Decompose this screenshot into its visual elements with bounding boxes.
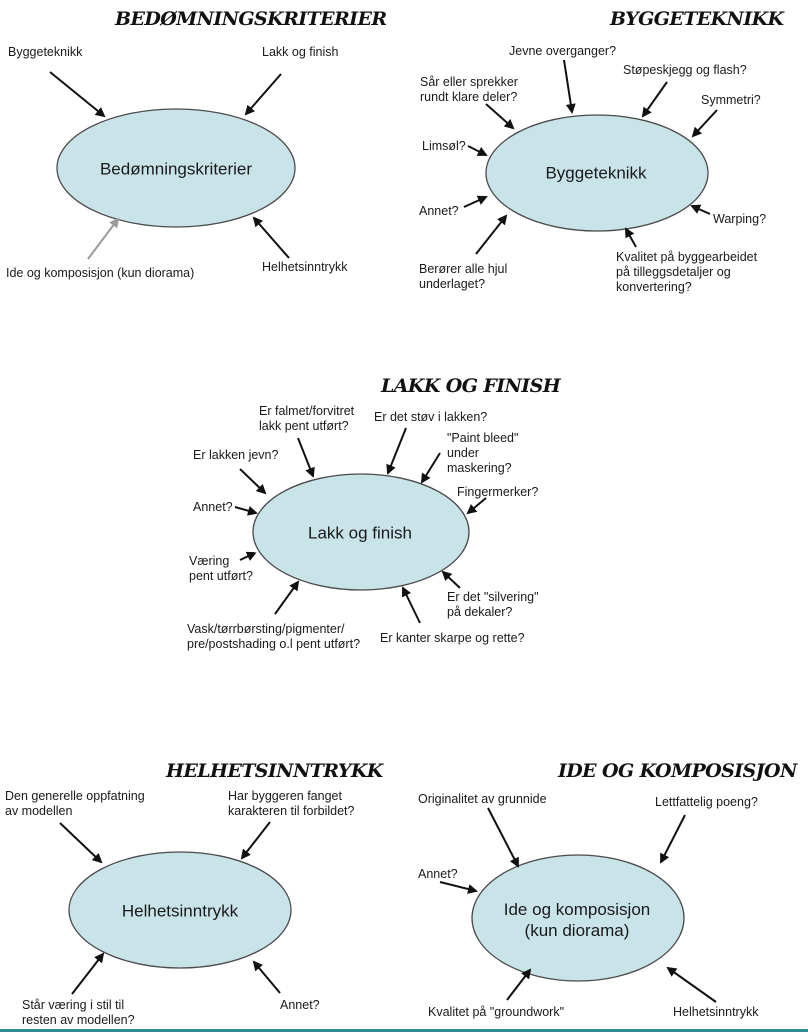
label-stov-i-lakken: Er det støv i lakken? [374, 410, 488, 424]
label-ide-og-komposisjon: Ide og komposisjon (kun diorama) [6, 266, 195, 280]
ellipse-lakk-og-finish [252, 473, 470, 591]
title-lakk-og-finish: LAKK OG FINISH [381, 375, 561, 397]
arrow [487, 807, 519, 868]
label-stopeskjegg: Støpeskjegg og flash? [623, 63, 747, 77]
center-lakk-og-finish: Lakk og finish [308, 523, 412, 543]
label-symmetri: Symmetri? [701, 93, 761, 107]
arrow-gray [87, 217, 120, 260]
label-byggeteknikk: Byggeteknikk [8, 45, 83, 59]
arrow [252, 960, 281, 994]
label-jevne-overganger: Jevne overganger? [509, 44, 617, 58]
arrow [49, 71, 106, 118]
label-lettfattelig-poeng: Lettfattelig poeng? [655, 795, 758, 809]
arrow [625, 227, 637, 248]
arrow [475, 214, 508, 255]
label-kanter-skarpe: Er kanter skarpe og rette? [380, 631, 525, 645]
title-helhetsinntrykk: HELHETSINNTRYKK [166, 760, 383, 782]
arrow [234, 505, 258, 516]
center-bedomningskriterier: Bedømningskriterier [99, 159, 253, 179]
ellipse-byggeteknikk [485, 114, 709, 232]
label-annet: Annet? [280, 998, 320, 1012]
arrow [274, 580, 300, 615]
label-silvering: Er det "silvering"på dekaler? [447, 590, 539, 619]
bottom-border [0, 1029, 808, 1032]
label-warping: Warping? [713, 212, 767, 226]
center-ide-og-komposisjon: Ide og komposisjon(kun diorama) [503, 900, 651, 940]
label-lakken-jevn: Er lakken jevn? [193, 448, 279, 462]
label-annet: Annet? [193, 500, 233, 514]
arrow [690, 204, 711, 215]
arrow [420, 452, 441, 484]
label-limsol: Limsøl? [422, 139, 466, 153]
arrow [439, 881, 478, 894]
ellipse-helhetsinntrykk [68, 851, 292, 969]
arrow [563, 59, 576, 114]
arrow [71, 952, 105, 995]
arrow [59, 822, 103, 864]
arrow [386, 427, 407, 475]
arrow [467, 145, 488, 156]
arrow [485, 103, 515, 130]
arrow [463, 195, 488, 208]
arrow [441, 570, 461, 589]
label-helhetsinntrykk: Helhetsinntrykk [673, 1005, 759, 1019]
label-vask-torrborsting: Vask/tørrbørsting/pigmenter/pre/postshad… [187, 622, 361, 651]
label-groundwork: Kvalitet på "groundwork" [428, 1005, 565, 1019]
arrow [641, 81, 668, 118]
label-fingermerker: Fingermerker? [457, 485, 539, 499]
label-helhetsinntrykk: Helhetsinntrykk [262, 260, 348, 274]
arrow [239, 551, 257, 561]
label-annet: Annet? [418, 867, 458, 881]
arrow [240, 821, 271, 860]
arrow [506, 968, 532, 1001]
title-ide-og-komposisjon: IDE OG KOMPOSISJON [558, 760, 797, 782]
arrow [666, 966, 717, 1003]
title-byggeteknikk: BYGGETEKNIKK [610, 8, 784, 30]
center-helhetsinntrykk: Helhetsinntrykk [121, 901, 239, 921]
arrow [660, 814, 686, 864]
label-originalitet: Originalitet av grunnide [418, 792, 547, 806]
arrow [239, 468, 267, 495]
label-lakk-og-finish: Lakk og finish [262, 45, 339, 59]
ellipse-ide-og-komposisjon [471, 854, 685, 982]
arrow [297, 437, 315, 478]
arrow [466, 497, 487, 515]
title-bedomningskriterier: BEDØMNINGSKRITERIER [115, 8, 387, 30]
arrow [244, 73, 282, 116]
arrow [691, 109, 718, 138]
arrow [252, 216, 290, 259]
center-byggeteknikk: Byggeteknikk [545, 163, 647, 183]
arrow [401, 586, 421, 624]
ellipse-bedomningskriterier [56, 108, 296, 228]
label-annet: Annet? [419, 204, 459, 218]
